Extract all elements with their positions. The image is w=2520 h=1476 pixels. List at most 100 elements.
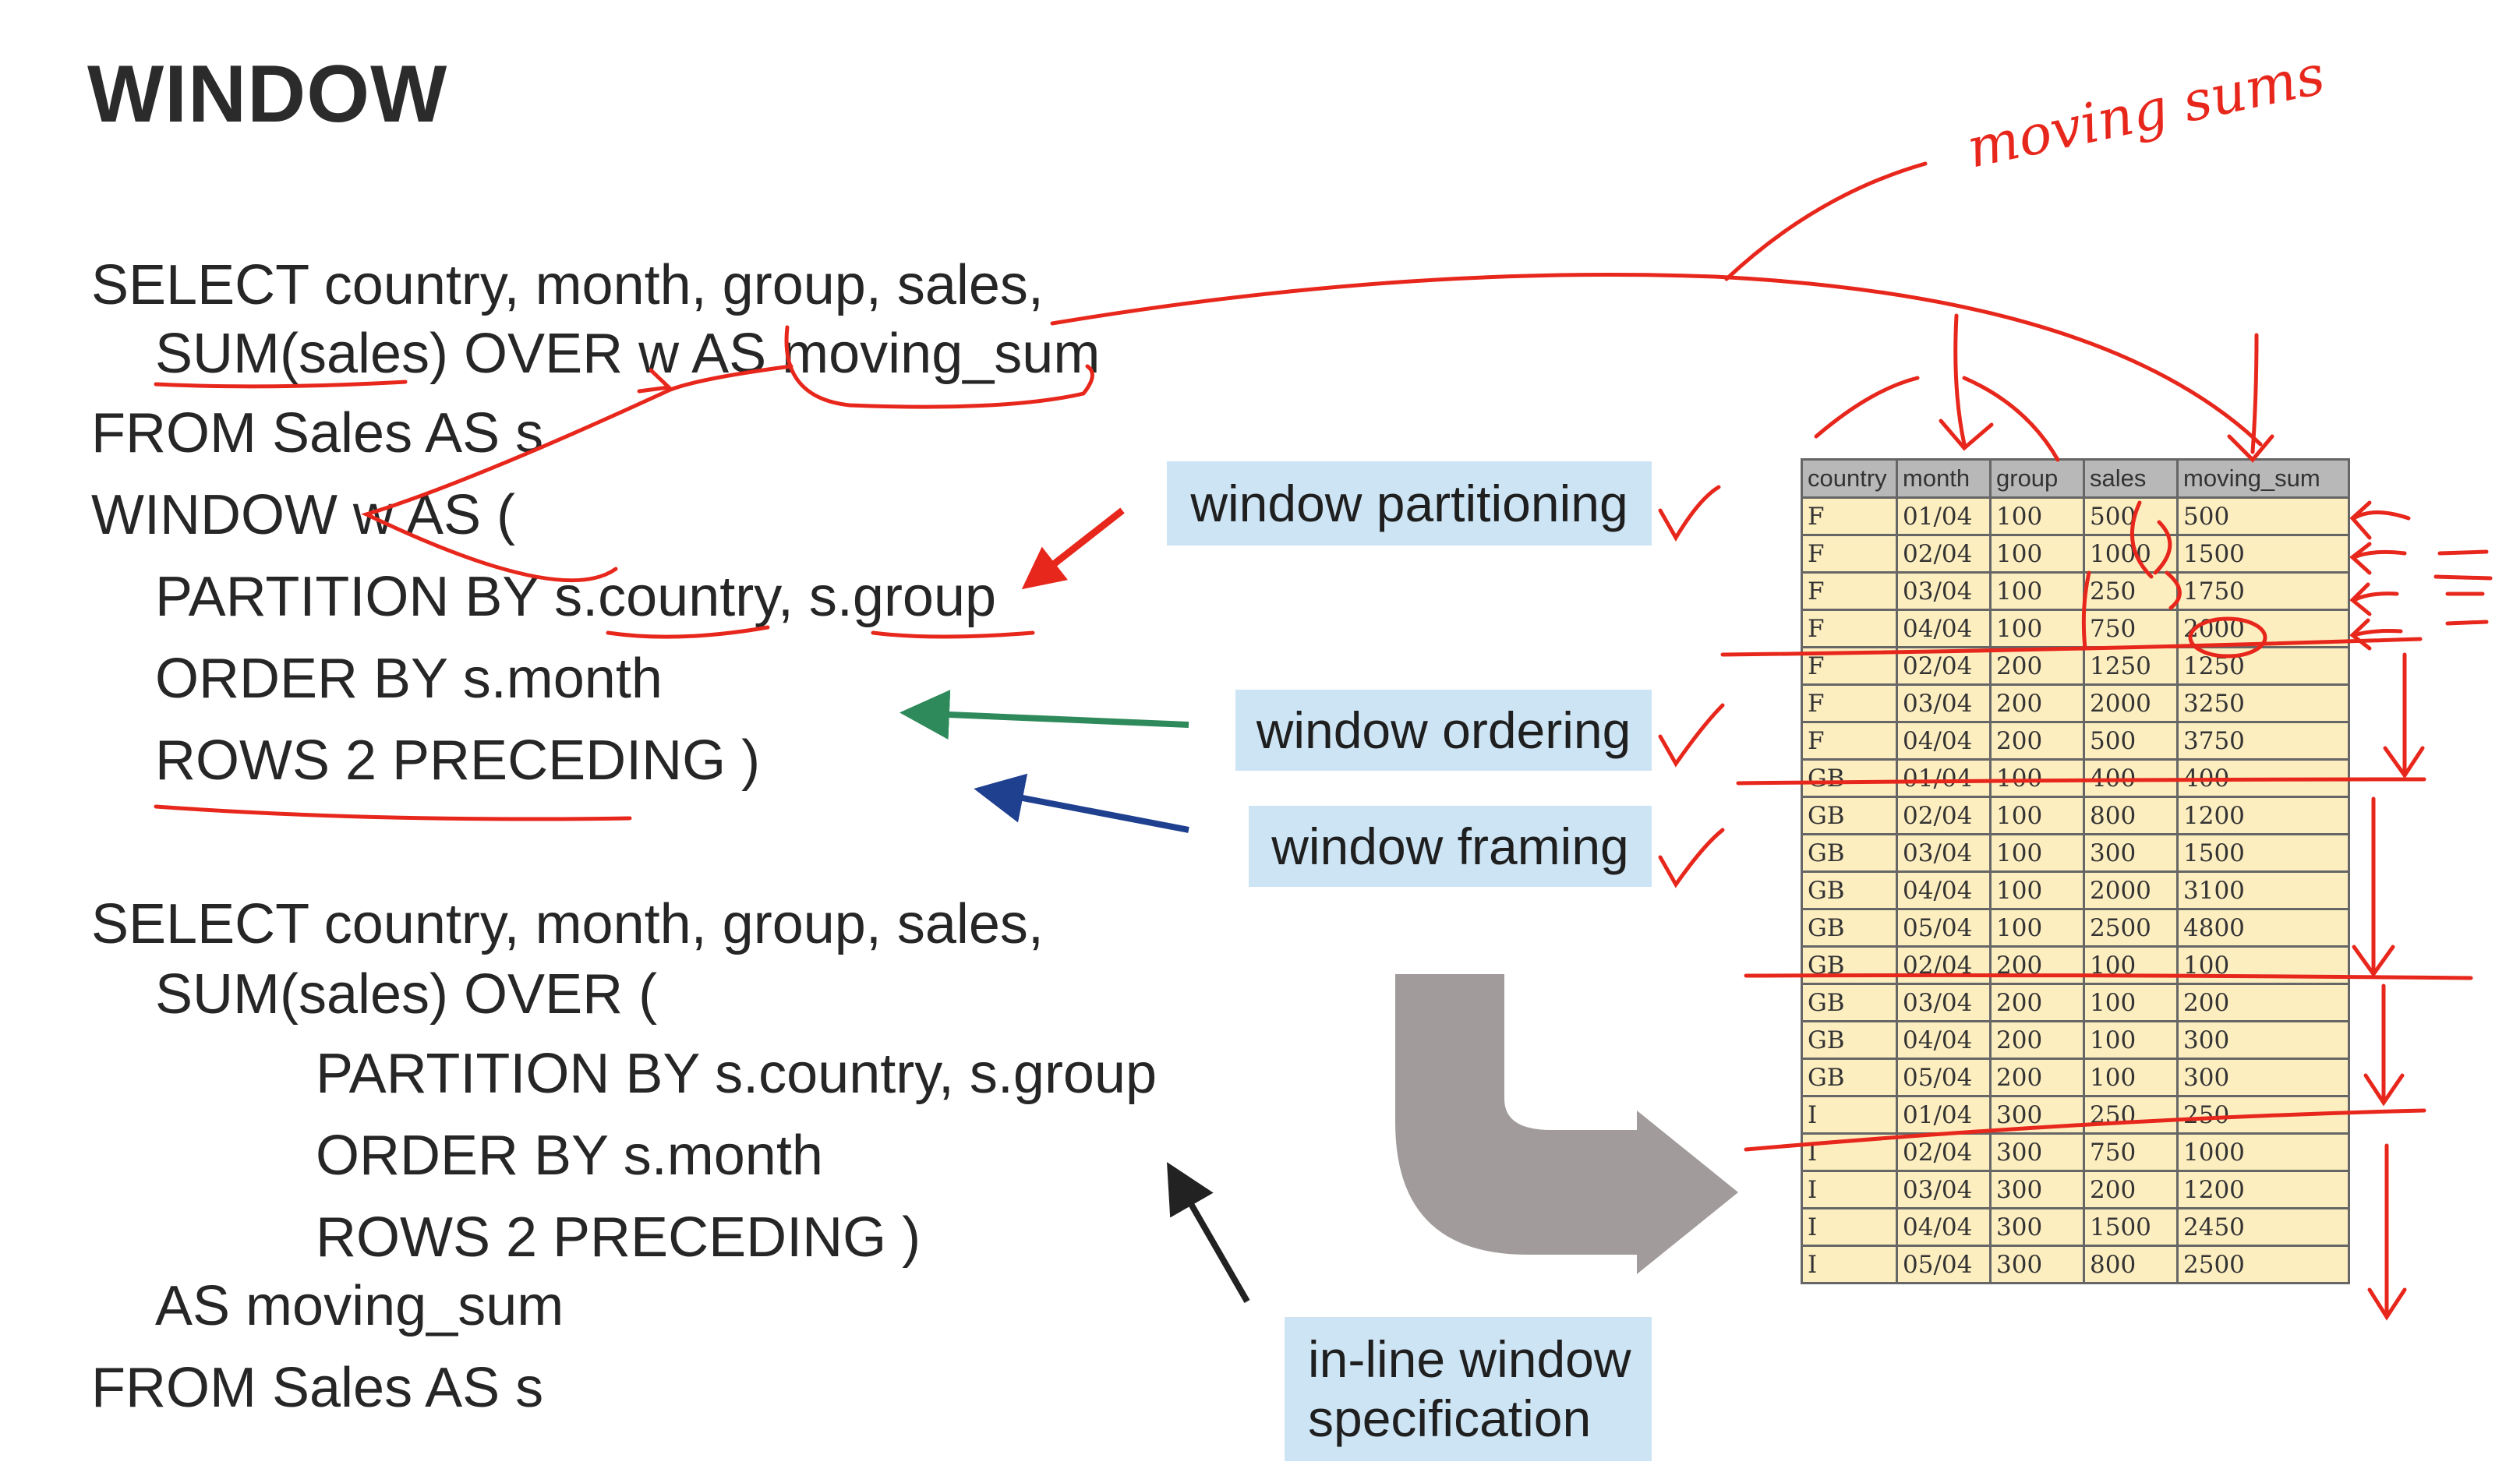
table-cell-moving-sum: 200 bbox=[2176, 983, 2350, 1022]
table-cell-moving-sum: 1200 bbox=[2176, 1170, 2350, 1209]
left-arrow-2 bbox=[2349, 542, 2407, 575]
table-cell-country: GB bbox=[1801, 758, 1898, 798]
handwritten-annotations bbox=[154, 161, 2493, 1321]
down-arrow-sales bbox=[1939, 313, 1994, 451]
table-header-group: group bbox=[1989, 458, 2085, 499]
inline-arrow bbox=[1167, 1162, 1250, 1303]
query2-line1: SELECT country, month, group, sales, bbox=[91, 893, 1044, 955]
vertical-arrow-1 bbox=[2383, 652, 2425, 779]
table-cell-moving-sum: 4800 bbox=[2176, 908, 2350, 948]
underline-rows bbox=[154, 804, 632, 821]
table-header-moving-sum: moving_sum bbox=[2176, 458, 2350, 499]
table-cell-country: GB bbox=[1801, 1020, 1898, 1060]
query2-line4: ORDER BY s.month bbox=[316, 1125, 823, 1187]
separator-2 bbox=[1736, 777, 2426, 786]
table-header-month: month bbox=[1896, 458, 1992, 499]
table-cell-moving-sum: 3750 bbox=[2176, 721, 2350, 761]
left-arrow-3 bbox=[2349, 582, 2399, 616]
table-cell-country: F bbox=[1801, 683, 1898, 723]
table-cell-country: GB bbox=[1801, 908, 1898, 948]
table-cell-moving-sum: 100 bbox=[2176, 945, 2350, 985]
query2-line7: FROM Sales AS s bbox=[91, 1357, 544, 1419]
table-cell-country: I bbox=[1801, 1245, 1898, 1284]
table-cell-moving-sum: 1000 bbox=[2176, 1132, 2350, 1172]
separator-4 bbox=[1744, 1108, 2426, 1152]
table-cell-month: 05/04 bbox=[1896, 908, 1992, 948]
table-cell-group: 200 bbox=[1989, 721, 2085, 761]
table-cell-month: 03/04 bbox=[1896, 683, 1992, 723]
table-header-country: country bbox=[1801, 458, 1898, 499]
query2-line5: ROWS 2 PRECEDING ) bbox=[316, 1206, 921, 1269]
frame-braces bbox=[2129, 500, 2182, 610]
table-cell-sales: 800 bbox=[2083, 1245, 2179, 1284]
table-cell-group: 100 bbox=[1989, 496, 2085, 536]
framing-arrow bbox=[974, 773, 1189, 833]
table-cell-group: 200 bbox=[1989, 945, 2085, 985]
vertical-arrow-4 bbox=[2367, 1143, 2407, 1321]
table-cell-sales: 100 bbox=[2083, 983, 2179, 1022]
table-cell-group: 100 bbox=[1989, 908, 2085, 948]
table-cell-country: F bbox=[1801, 534, 1898, 574]
underline-sum-sales bbox=[154, 380, 408, 389]
table-cell-moving-sum: 2500 bbox=[2176, 1245, 2350, 1284]
handwritten-moving-sums: moving sums bbox=[1961, 43, 2330, 181]
check-ordering bbox=[1658, 703, 1725, 768]
query1-line6: ORDER BY s.month bbox=[155, 648, 663, 710]
ordering-arrow bbox=[899, 690, 1189, 740]
table-cell-country: F bbox=[1801, 496, 1898, 536]
table-cell-group: 300 bbox=[1989, 1207, 2085, 1247]
inline-window-label-line2: specification bbox=[1308, 1389, 1592, 1447]
table-cell-sales: 2000 bbox=[2083, 870, 2179, 910]
table-cell-country: F bbox=[1801, 609, 1898, 648]
table-cell-sales: 250 bbox=[2083, 1095, 2179, 1135]
table-cell-month: 04/04 bbox=[1896, 1020, 1992, 1060]
frame-bracket bbox=[2081, 570, 2091, 651]
table-cell-sales: 1500 bbox=[2083, 1207, 2179, 1247]
table-cell-moving-sum: 1500 bbox=[2176, 534, 2350, 574]
table-cell-country: GB bbox=[1801, 1058, 1898, 1097]
stroke-to-label bbox=[1724, 161, 1928, 281]
table-cell-month: 03/04 bbox=[1896, 571, 1992, 611]
table-cell-moving-sum: 300 bbox=[2176, 1020, 2350, 1060]
query2-line3: PARTITION BY s.country, s.group bbox=[316, 1043, 1158, 1105]
table-cell-moving-sum: 3250 bbox=[2176, 683, 2350, 723]
table-cell-month: 01/04 bbox=[1896, 496, 1992, 536]
table-cell-month: 04/04 bbox=[1896, 609, 1992, 648]
table-cell-month: 02/04 bbox=[1896, 796, 1992, 835]
circle-moving-sum bbox=[784, 325, 1094, 409]
table-cell-moving-sum: 1200 bbox=[2176, 796, 2350, 835]
table-cell-group: 200 bbox=[1989, 983, 2085, 1022]
table-cell-month: 04/04 bbox=[1896, 870, 1992, 910]
table-cell-group: 100 bbox=[1989, 571, 2085, 611]
table-cell-month: 03/04 bbox=[1896, 1170, 1992, 1209]
table-cell-country: GB bbox=[1801, 983, 1898, 1022]
vertical-arrow-3 bbox=[2363, 983, 2405, 1107]
table-cell-moving-sum: 3100 bbox=[2176, 870, 2350, 910]
curve-to-moving-sum bbox=[1050, 273, 2263, 447]
table-cell-group: 300 bbox=[1989, 1132, 2085, 1172]
table-cell-sales: 500 bbox=[2083, 721, 2179, 761]
partitioning-arrow bbox=[1021, 507, 1125, 590]
table-cell-group: 100 bbox=[1989, 833, 2085, 873]
inline-window-label: in-line window specification bbox=[1285, 1317, 1652, 1461]
slide-title: WINDOW bbox=[87, 49, 448, 139]
table-cell-sales: 100 bbox=[2083, 1058, 2179, 1097]
table-cell-group: 300 bbox=[1989, 1245, 2085, 1284]
table-cell-sales: 800 bbox=[2083, 796, 2179, 835]
vertical-arrow-2 bbox=[2352, 796, 2395, 978]
query2-line6: AS moving_sum bbox=[155, 1275, 564, 1337]
table-cell-moving-sum: 1750 bbox=[2176, 571, 2350, 611]
check-framing bbox=[1658, 828, 1725, 888]
